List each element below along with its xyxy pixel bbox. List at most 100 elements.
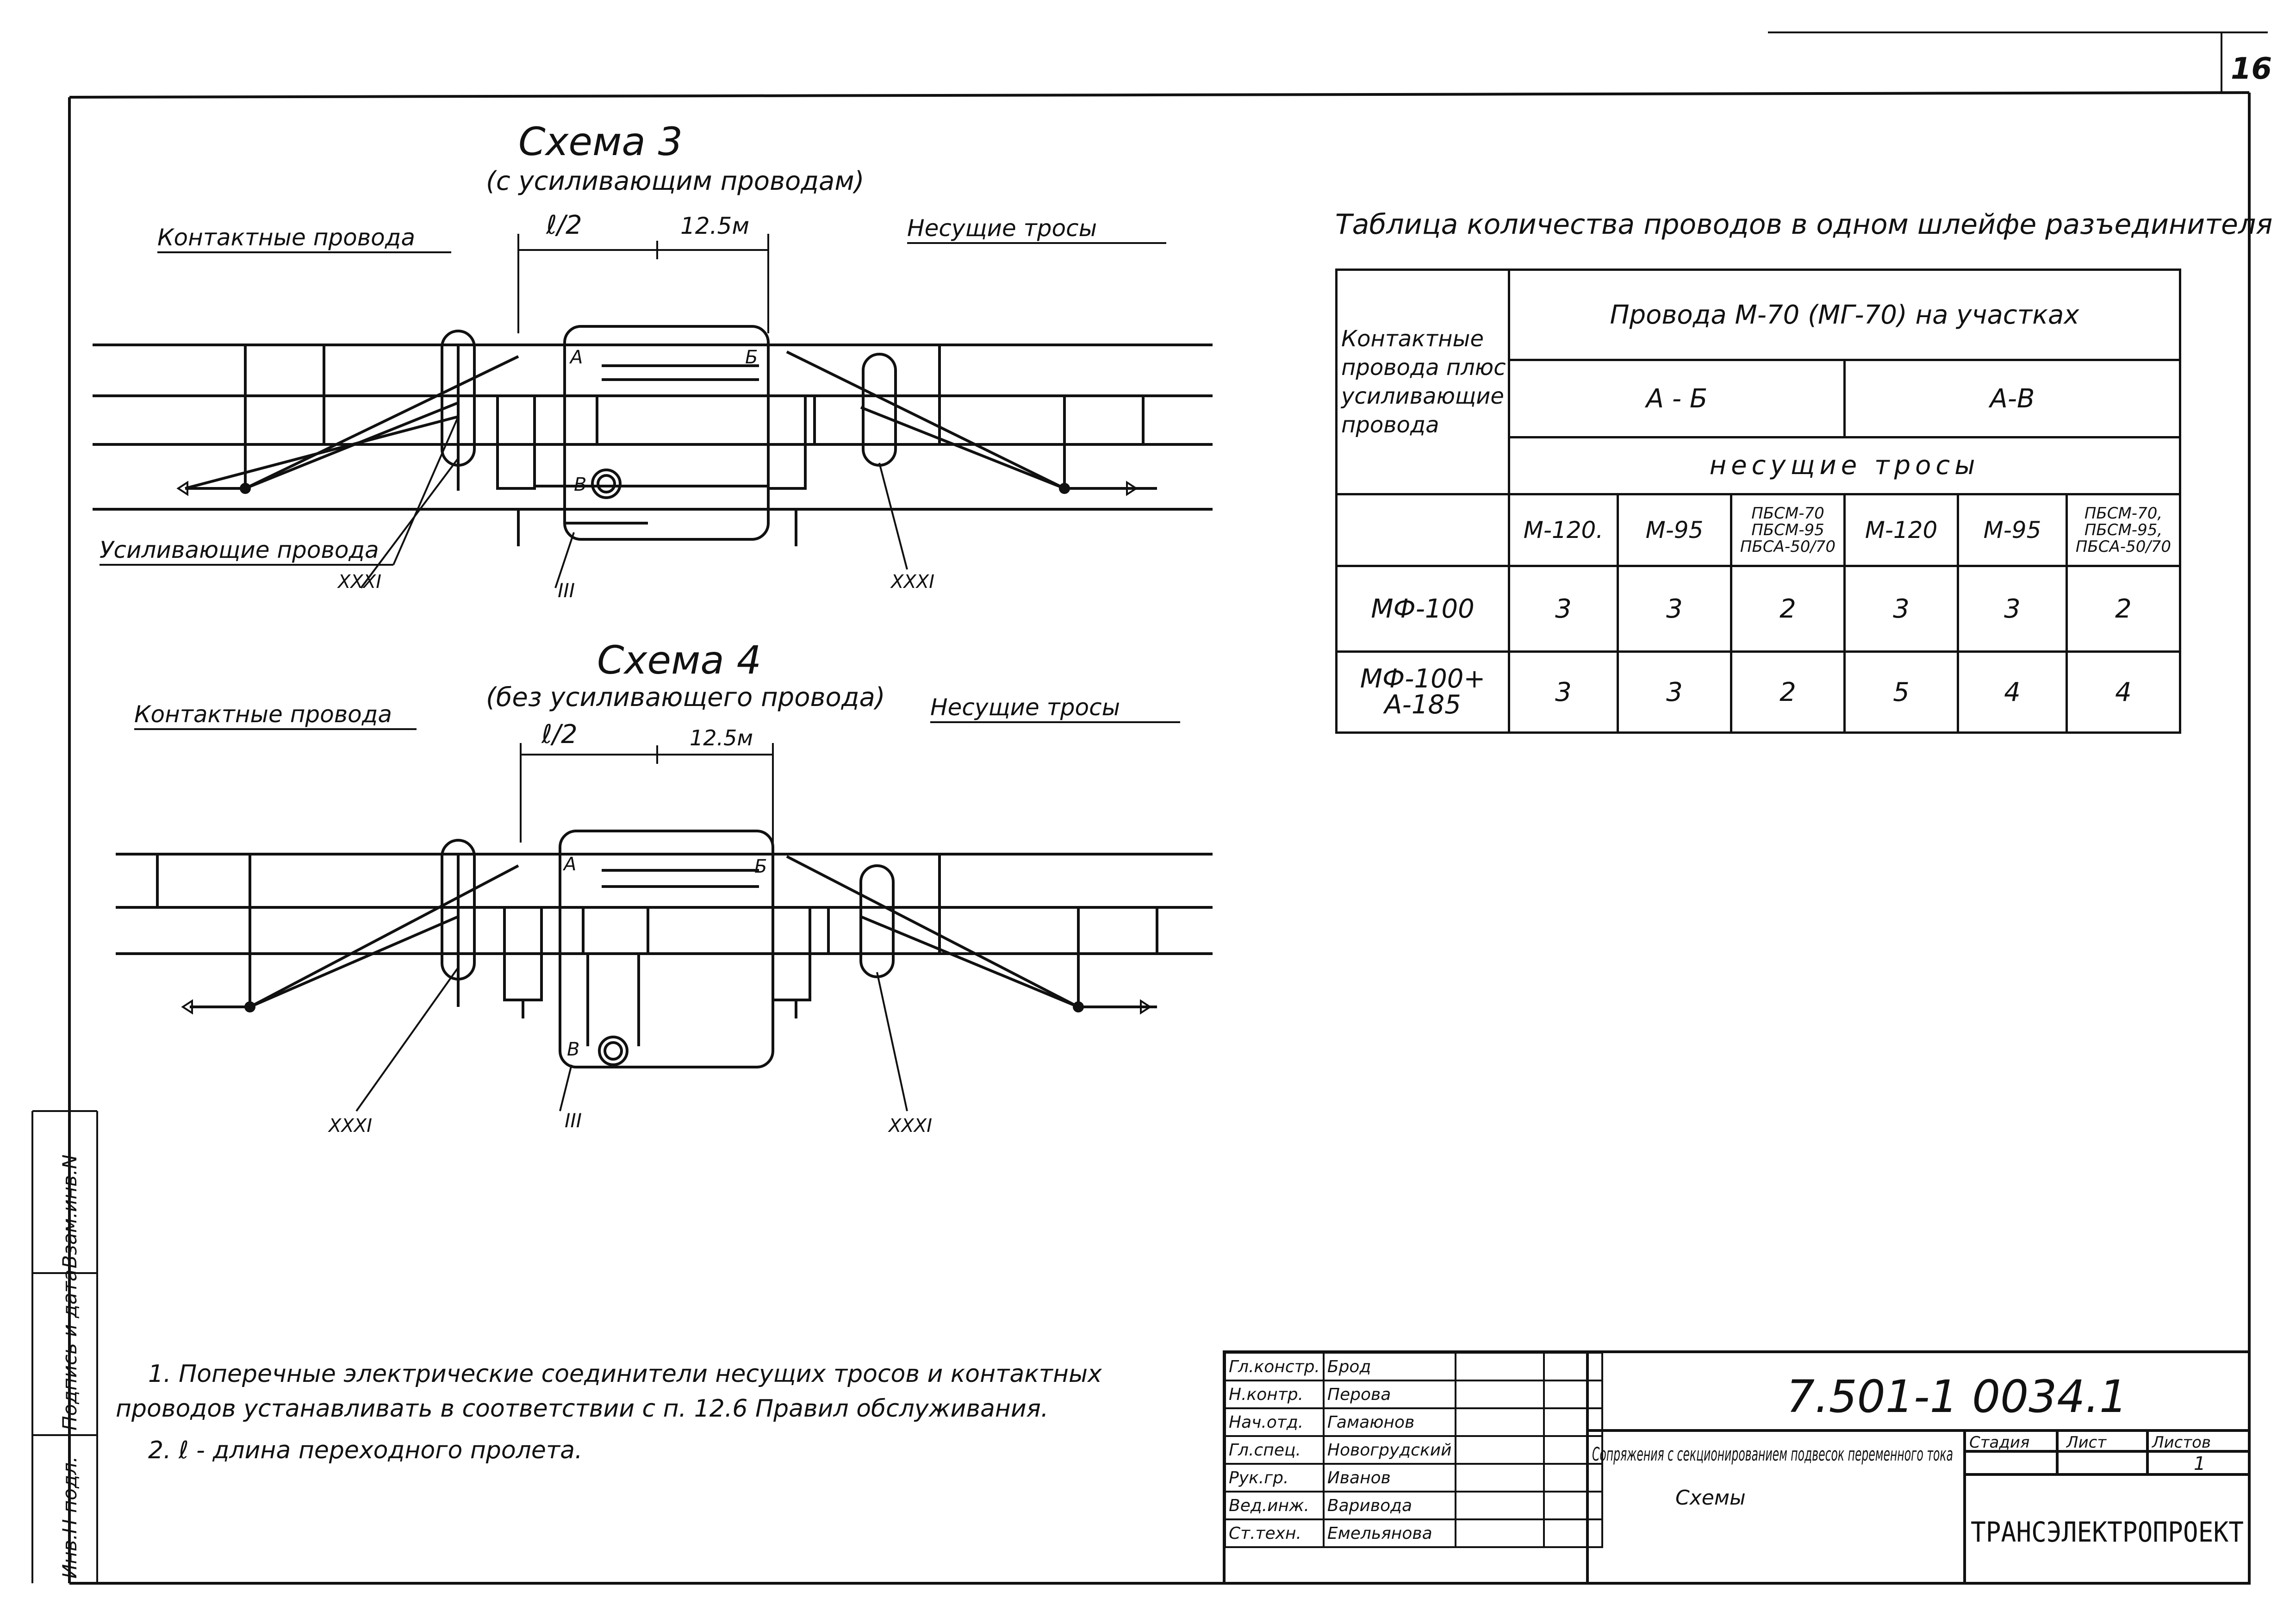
side-stamp-field-2: Подпись и дата bbox=[58, 1269, 81, 1430]
table-col-header: М-95 bbox=[1617, 493, 1732, 567]
scheme-4-subtitle: (без усиливающего провода) bbox=[486, 682, 885, 712]
scheme-4-ref-right: XXXI bbox=[888, 1115, 932, 1137]
staff-role: Ст.техн. bbox=[1224, 1518, 1325, 1548]
sheet-label: Лист bbox=[2066, 1433, 2107, 1452]
staff-row: Рук.гр.Иванов bbox=[1224, 1463, 1603, 1493]
staff-date bbox=[1543, 1352, 1603, 1381]
staff-date bbox=[1543, 1407, 1603, 1437]
scheme-3-node-v: В bbox=[574, 474, 586, 495]
table-cell: 4 bbox=[2066, 650, 2181, 734]
scheme-3-ref-right: XXXI bbox=[890, 571, 934, 593]
scheme-3-carrier-label: Несущие тросы bbox=[907, 215, 1097, 242]
staff-signature bbox=[1454, 1407, 1545, 1437]
scheme-3-subtitle: (с усиливающим проводам) bbox=[486, 166, 864, 196]
staff-role: Рук.гр. bbox=[1224, 1463, 1325, 1493]
doc-subname: Схемы bbox=[1675, 1486, 1746, 1510]
staff-role: Н.контр. bbox=[1224, 1380, 1325, 1409]
wire-count-table: Контактные провода плюс усиливающие пров… bbox=[1335, 268, 2181, 734]
scheme-4-title: Схема 4 bbox=[597, 637, 761, 683]
note-1-line-1: 1. Поперечные электрические соединители … bbox=[148, 1360, 1102, 1388]
table-spacer bbox=[1335, 494, 1510, 567]
scheme-3-reinforcing-label: Усиливающие провода bbox=[100, 537, 379, 563]
table-col-header: ПБСМ-70 ПБСМ-95 ПБСА-50/70 bbox=[1730, 493, 1846, 567]
staff-row: Нач.отд.Гамаюнов bbox=[1224, 1407, 1603, 1437]
staff-role: Вед.инж. bbox=[1224, 1491, 1325, 1520]
sheets-value: 1 bbox=[2194, 1453, 2205, 1474]
scheme-4-contact-label: Контактные провода bbox=[134, 701, 392, 728]
note-1-line-2: проводов устанавливать в соответствии с … bbox=[116, 1395, 1048, 1423]
staff-date bbox=[1543, 1518, 1603, 1548]
staff-signature bbox=[1454, 1435, 1545, 1465]
table-cell: 3 bbox=[1508, 565, 1619, 653]
note-2: 2. ℓ - длина переходного пролета. bbox=[148, 1437, 583, 1464]
table-cell: 3 bbox=[1843, 565, 1959, 653]
scheme-4-ref-left: XXXI bbox=[328, 1115, 372, 1137]
scheme-4-half-span: ℓ/2 bbox=[541, 719, 578, 750]
scheme-3-span-12-5: 12.5м bbox=[680, 212, 749, 239]
table-carrier-header: несущие тросы bbox=[1508, 436, 2181, 496]
staff-role: Нач.отд. bbox=[1224, 1407, 1325, 1437]
scheme-4-node-v: В bbox=[567, 1039, 579, 1060]
scheme-4-ref-mid: III bbox=[565, 1109, 582, 1132]
scheme-3-title: Схема 3 bbox=[518, 119, 683, 164]
staff-row: Вед.инж.Варивода bbox=[1224, 1491, 1603, 1520]
staff-name: Емельянова bbox=[1322, 1518, 1456, 1548]
table-group-header: Провода М-70 (МГ-70) на участках bbox=[1508, 268, 2181, 362]
sheet-frame bbox=[31, 31, 2268, 1585]
table-cell: 2 bbox=[1730, 565, 1846, 653]
table-cell: 2 bbox=[1730, 650, 1846, 734]
scheme-4-node-b: Б bbox=[754, 856, 767, 877]
table-section-av: А-В bbox=[1843, 359, 2181, 438]
staff-row: Ст.техн.Емельянова bbox=[1224, 1518, 1603, 1548]
staff-date bbox=[1543, 1435, 1603, 1465]
staff-date bbox=[1543, 1491, 1603, 1520]
staff-signature bbox=[1454, 1518, 1545, 1548]
table-row-label: МФ-100+ А-185 bbox=[1335, 650, 1510, 734]
table-cell: 3 bbox=[1617, 650, 1732, 734]
staff-signature bbox=[1454, 1491, 1545, 1520]
table-col-header: М-95 bbox=[1957, 493, 2068, 567]
scheme-4-diagram: Схема 4 (без усиливающего провода) Конта… bbox=[116, 637, 1213, 1137]
table-cell: 3 bbox=[1617, 565, 1732, 653]
staff-date bbox=[1543, 1463, 1603, 1493]
scheme-4-carrier-label: Несущие тросы bbox=[930, 694, 1120, 721]
scheme-4-node-a: А bbox=[562, 854, 576, 875]
staff-row: Н.контр.Перова bbox=[1224, 1380, 1603, 1409]
sheets-label: Листов bbox=[2151, 1433, 2211, 1452]
staff-name: Варивода bbox=[1322, 1491, 1456, 1520]
staff-row: Гл.констр.Брод bbox=[1224, 1352, 1603, 1381]
organization-name: ТРАНСЭЛЕКТРОПРОЕКТ bbox=[1971, 1516, 2244, 1549]
table-title: Таблица количества проводов в одном шлей… bbox=[1335, 208, 2272, 241]
table-corner-header: Контактные провода плюс усиливающие пров… bbox=[1335, 269, 1510, 495]
scheme-3-half-span: ℓ/2 bbox=[546, 210, 582, 240]
side-stamp-field-3: Взам.инв.N bbox=[58, 1155, 81, 1268]
scheme-3-ref-left: XXXI bbox=[337, 571, 381, 593]
table-cell: 3 bbox=[1508, 650, 1619, 734]
scheme-3-node-b: Б bbox=[745, 347, 758, 368]
staff-signature bbox=[1454, 1380, 1545, 1409]
staff-signature bbox=[1454, 1352, 1545, 1381]
staff-name: Перова bbox=[1322, 1380, 1456, 1409]
table-cell: 5 bbox=[1843, 650, 1959, 734]
doc-code: 7.501-1 0034.1 bbox=[1786, 1371, 2128, 1423]
scheme-3-contact-label: Контактные провода bbox=[157, 224, 415, 251]
table-section-ab: А - Б bbox=[1508, 359, 1846, 438]
scheme-3-node-a: А bbox=[569, 347, 583, 368]
staff-role: Гл.констр. bbox=[1224, 1352, 1325, 1381]
staff-name: Гамаюнов bbox=[1322, 1407, 1456, 1437]
table-col-header: М-120 bbox=[1843, 493, 1959, 567]
table-cell: 3 bbox=[1957, 565, 2068, 653]
staff-name: Брод bbox=[1322, 1352, 1456, 1381]
scheme-3-ref-mid: III bbox=[558, 579, 575, 602]
scheme-4-span-12-5: 12.5м bbox=[690, 725, 753, 750]
stage-label: Стадия bbox=[1969, 1433, 2029, 1452]
doc-name: Сопряжения с секционированием подвесок п… bbox=[1592, 1444, 1953, 1465]
staff-role: Гл.спец. bbox=[1224, 1435, 1325, 1465]
side-stamp-field-1: Инв.Н подл. bbox=[58, 1456, 81, 1579]
scheme-3-diagram: Схема 3 (с усиливающим проводам) Контакт… bbox=[93, 119, 1213, 602]
table-col-header: М-120. bbox=[1508, 493, 1619, 567]
table-row-label: МФ-100 bbox=[1335, 565, 1510, 653]
table-cell: 4 bbox=[1957, 650, 2068, 734]
